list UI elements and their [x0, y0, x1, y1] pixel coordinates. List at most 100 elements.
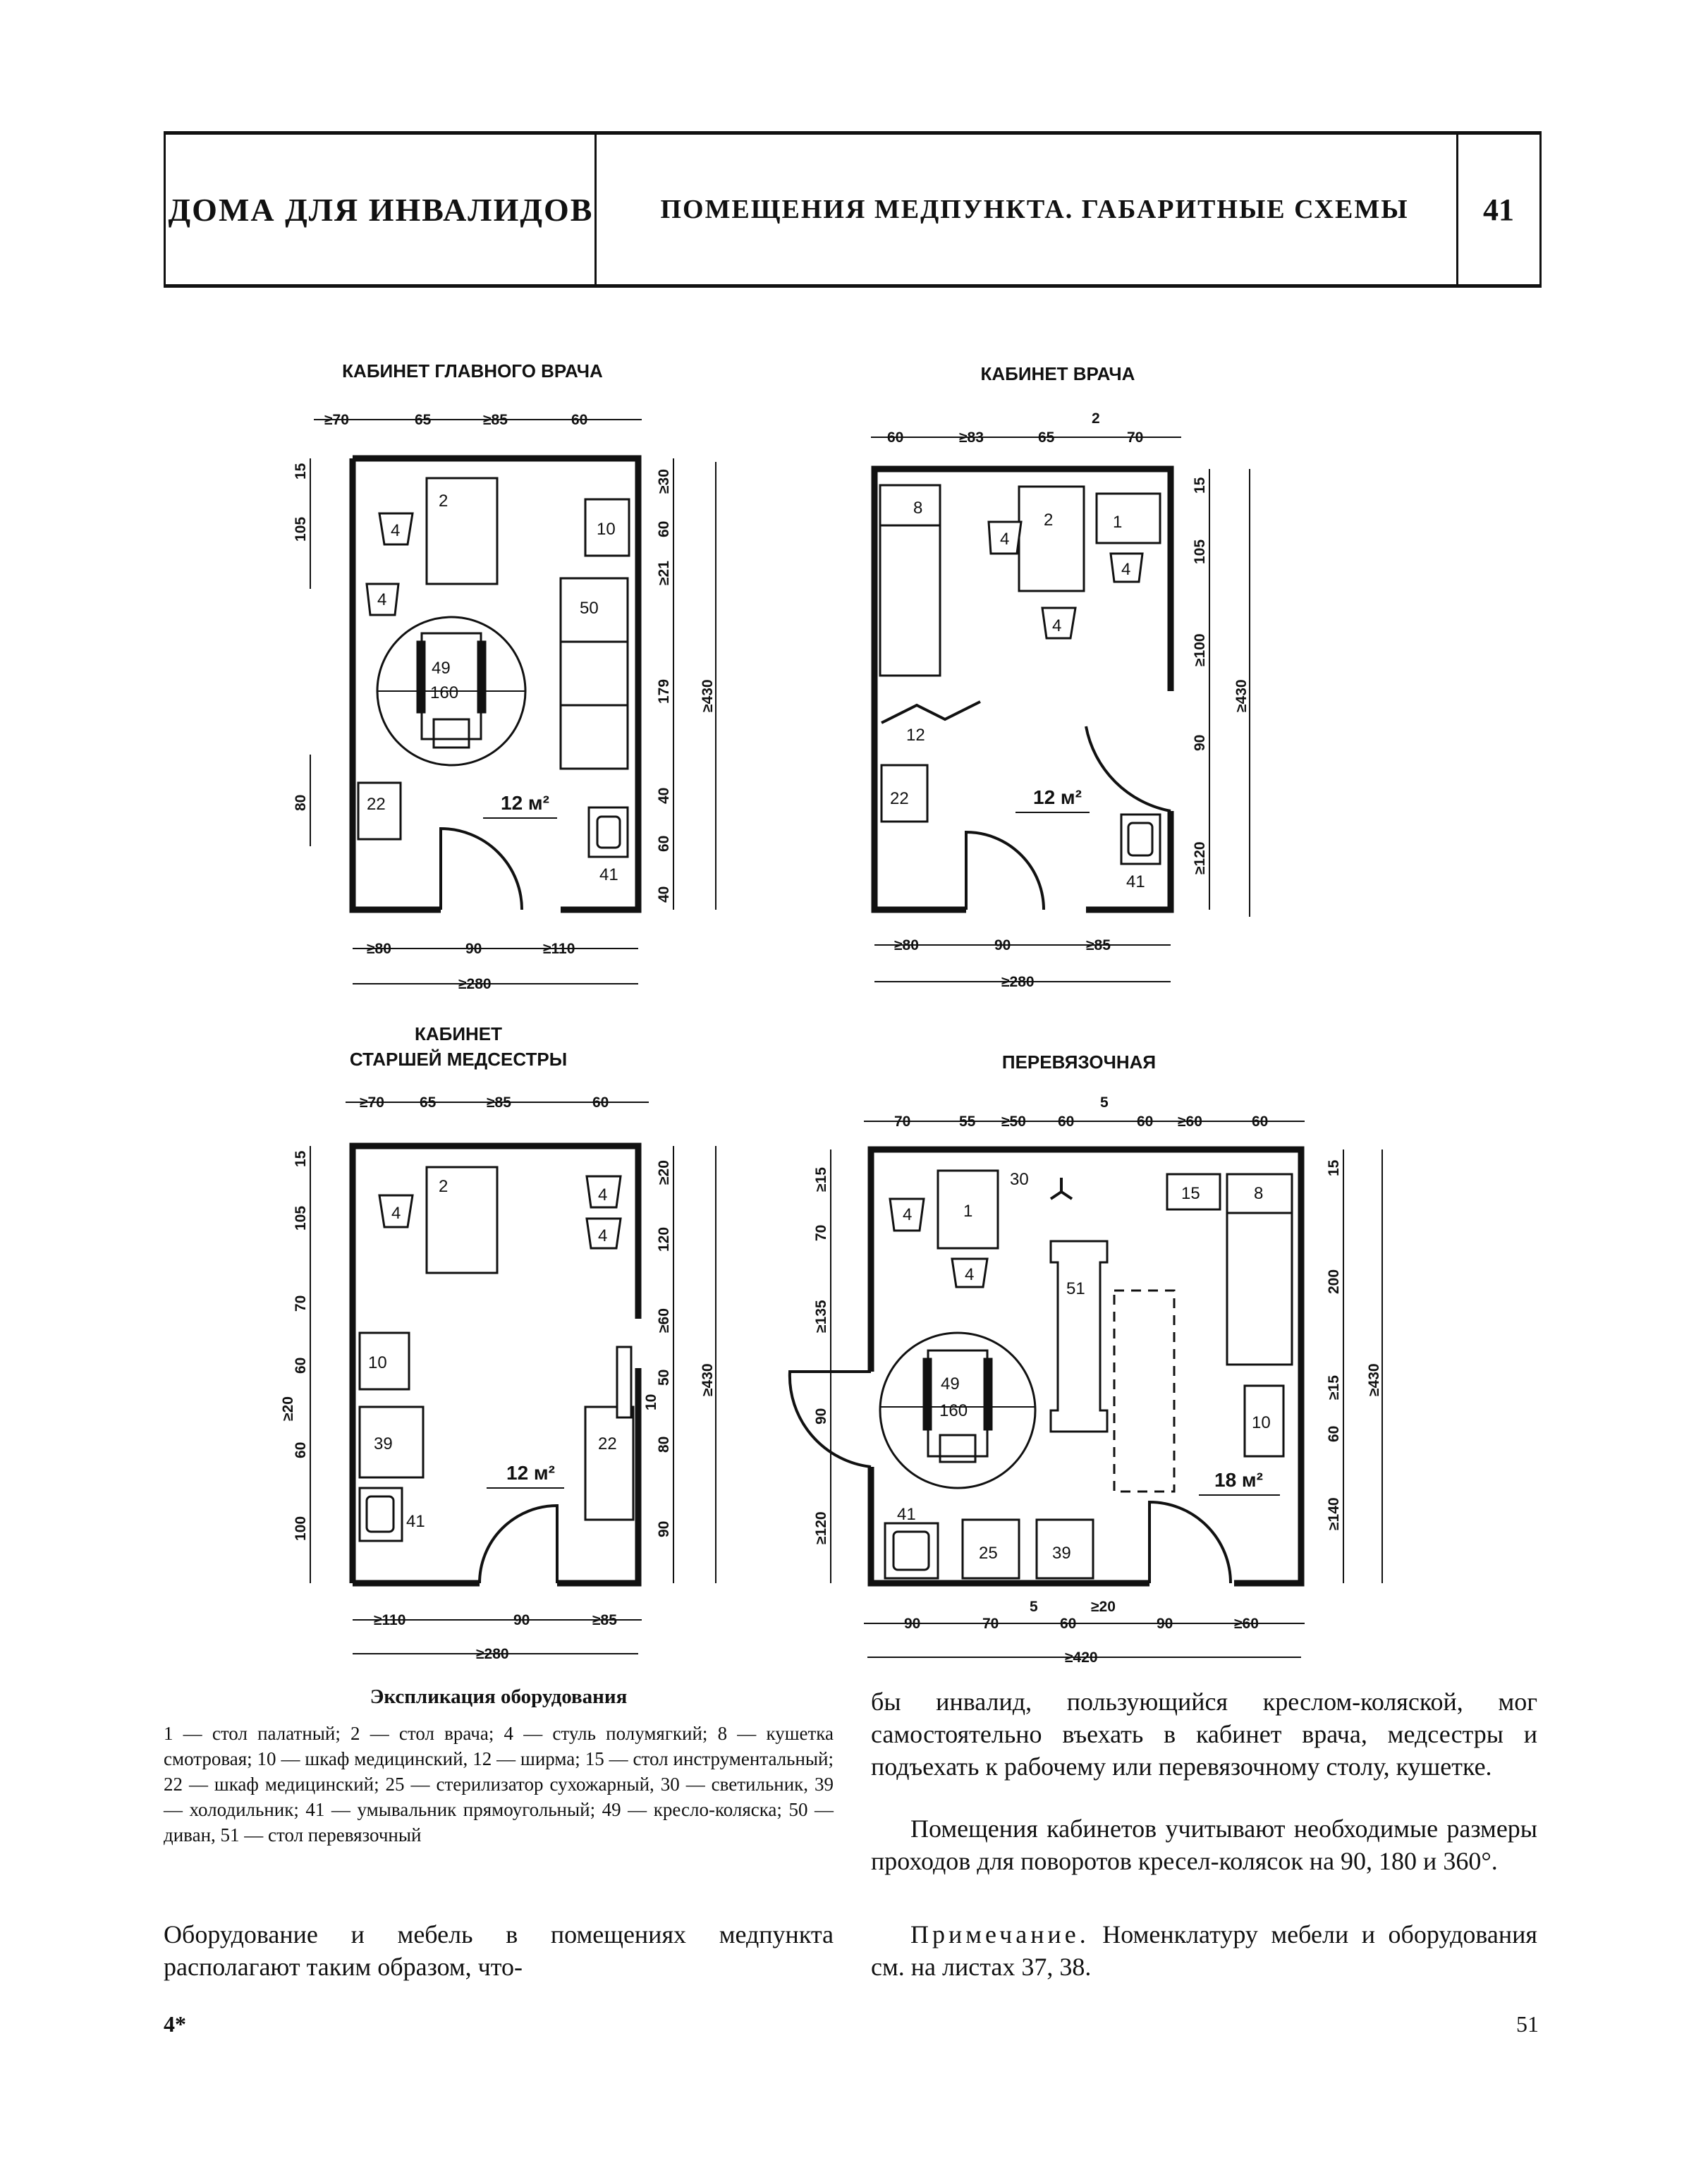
label-39: 39 — [1052, 1544, 1071, 1563]
wall — [871, 465, 1174, 913]
label-4: 4 — [598, 1185, 607, 1205]
dim-bottom: 90 — [994, 937, 1011, 953]
dim-top: ≥70 — [360, 1094, 384, 1111]
label-8: 8 — [913, 499, 922, 518]
plan-title-nurse-line2: СТАРШЕЙ МЕДСЕСТРЫ — [349, 1049, 568, 1070]
plan-dressing: 49 160 1 4 4 30 15 8 51 10 41 25 39 18 м… — [788, 1094, 1383, 1666]
page-number: 51 — [1516, 2011, 1539, 2037]
label-4: 4 — [377, 590, 386, 609]
series-title: ДОМА ДЛЯ ИНВАЛИДОВ — [168, 191, 594, 228]
dim-top: 65 — [420, 1094, 437, 1111]
dim-top: 60 — [571, 412, 587, 428]
item-49-wheelchair — [922, 1349, 993, 1463]
label-2: 2 — [1044, 511, 1053, 530]
door-swing — [478, 1504, 559, 1584]
dim-top: 60 — [1252, 1114, 1268, 1130]
label-39: 39 — [374, 1434, 393, 1453]
dim-left: 70 — [293, 1295, 309, 1312]
item-25-sterilizer — [961, 1518, 1020, 1580]
plan-title-chief: КАБИНЕТ ГЛАВНОГО ВРАЧА — [342, 360, 603, 382]
door-swing — [1148, 1500, 1232, 1584]
item-4-chair — [1041, 606, 1077, 640]
dim-left: 15 — [293, 463, 309, 480]
dim-left: 105 — [293, 1206, 309, 1231]
plan-nurse: 2 4 4 4 10 39 22 41 12 м² ≥70 65 ≥85 60 … — [280, 1094, 716, 1662]
header-divider — [1456, 135, 1458, 284]
item-10-cabinet — [1243, 1384, 1285, 1458]
dim-right: 15 — [1326, 1159, 1342, 1176]
label-4: 4 — [1000, 530, 1009, 549]
dim-top: 60 — [887, 429, 903, 446]
dim-top: 2 — [1092, 410, 1100, 427]
item-4-chair — [378, 512, 414, 546]
turn-dim: 160 — [430, 683, 458, 702]
dim-right: 60 — [1326, 1426, 1342, 1442]
dim-bottom: 60 — [1060, 1616, 1076, 1632]
item-39-fridge — [358, 1405, 425, 1479]
dim-left: 100 — [293, 1516, 309, 1541]
label-10: 10 — [597, 520, 616, 539]
label-50: 50 — [580, 599, 599, 618]
dim-bottom: ≥80 — [367, 941, 391, 957]
dim-bottom: 90 — [904, 1616, 920, 1632]
dim-bottom: ≥20 — [1091, 1599, 1116, 1615]
dim-bottom: ≥110 — [374, 1612, 405, 1628]
item-4-chair — [889, 1197, 925, 1232]
item-22-cabinet — [880, 764, 929, 823]
sheet-number: 41 — [1483, 192, 1514, 227]
dim-top: 60 — [592, 1094, 609, 1111]
turning-circle — [879, 1331, 1037, 1489]
item-22-cabinet — [357, 781, 402, 841]
item-8-couch — [1226, 1173, 1293, 1366]
signature-mark: 4* — [164, 2011, 186, 2037]
turn-dim: 160 — [939, 1401, 968, 1420]
dim-right: ≥140 — [1326, 1497, 1342, 1530]
dim-left: ≥15 — [813, 1167, 829, 1192]
label-8: 8 — [1254, 1184, 1263, 1203]
note-text: Номенклатуру мебели и оборудования см. н… — [871, 1920, 1537, 1981]
wall — [353, 455, 642, 913]
room-area: 12 м² — [1033, 786, 1082, 808]
dim-top: 60 — [1137, 1114, 1153, 1130]
room-area: 12 м² — [506, 1462, 555, 1484]
item-10-cabinet — [358, 1331, 410, 1391]
dim-total-height: ≥430 — [1233, 679, 1250, 712]
dim-bottom: ≥110 — [543, 941, 575, 957]
label-41: 41 — [1126, 872, 1145, 891]
label-10: 10 — [1252, 1413, 1271, 1432]
dim-right: 40 — [656, 886, 672, 903]
dim-top: 55 — [959, 1114, 976, 1130]
item-4-chair — [585, 1217, 622, 1250]
body-paragraph: Помещения кабинетов учитывают необходимы… — [871, 1815, 1537, 1875]
label-2: 2 — [439, 492, 448, 511]
dim-bottom: ≥85 — [1086, 937, 1111, 953]
item-30-lamp — [1049, 1178, 1073, 1200]
dim-top: 5 — [1100, 1094, 1109, 1111]
dim-left: 15 — [293, 1150, 309, 1167]
item-2-desk — [425, 1166, 499, 1274]
item-10-cabinet — [584, 498, 630, 557]
label-4: 4 — [391, 1204, 401, 1223]
sheet-header: ДОМА ДЛЯ ИНВАЛИДОВ ПОМЕЩЕНИЯ МЕДПУНКТА. … — [164, 131, 1542, 288]
dim-bottom: 90 — [465, 941, 482, 957]
label-4: 4 — [903, 1205, 912, 1224]
dim-bottom: 90 — [1157, 1616, 1173, 1632]
wall — [1086, 811, 1174, 913]
label-51: 51 — [1066, 1279, 1085, 1298]
label-4: 4 — [598, 1226, 607, 1245]
dim-left: ≥20 — [280, 1396, 296, 1421]
dim-top: ≥85 — [487, 1094, 511, 1111]
legend-heading: Экспликация оборудования — [370, 1685, 628, 1708]
dim-bottom: ≥80 — [894, 937, 919, 953]
dim-right: ≥15 — [1326, 1375, 1342, 1400]
dim-total-width: ≥420 — [1065, 1649, 1098, 1666]
dim-right: 120 — [656, 1227, 672, 1252]
dim-top: ≥60 — [1178, 1114, 1202, 1130]
note-paragraph: Примечание. Номенклатуру мебели и оборуд… — [871, 1918, 1537, 1983]
note-label: Примечание. — [910, 1920, 1090, 1948]
dim-left: 105 — [293, 517, 309, 542]
item-51-alt-position — [1113, 1289, 1176, 1493]
dim-bottom: 70 — [982, 1616, 999, 1632]
door-swing — [439, 827, 523, 910]
dim-total-height: ≥430 — [1366, 1363, 1382, 1396]
